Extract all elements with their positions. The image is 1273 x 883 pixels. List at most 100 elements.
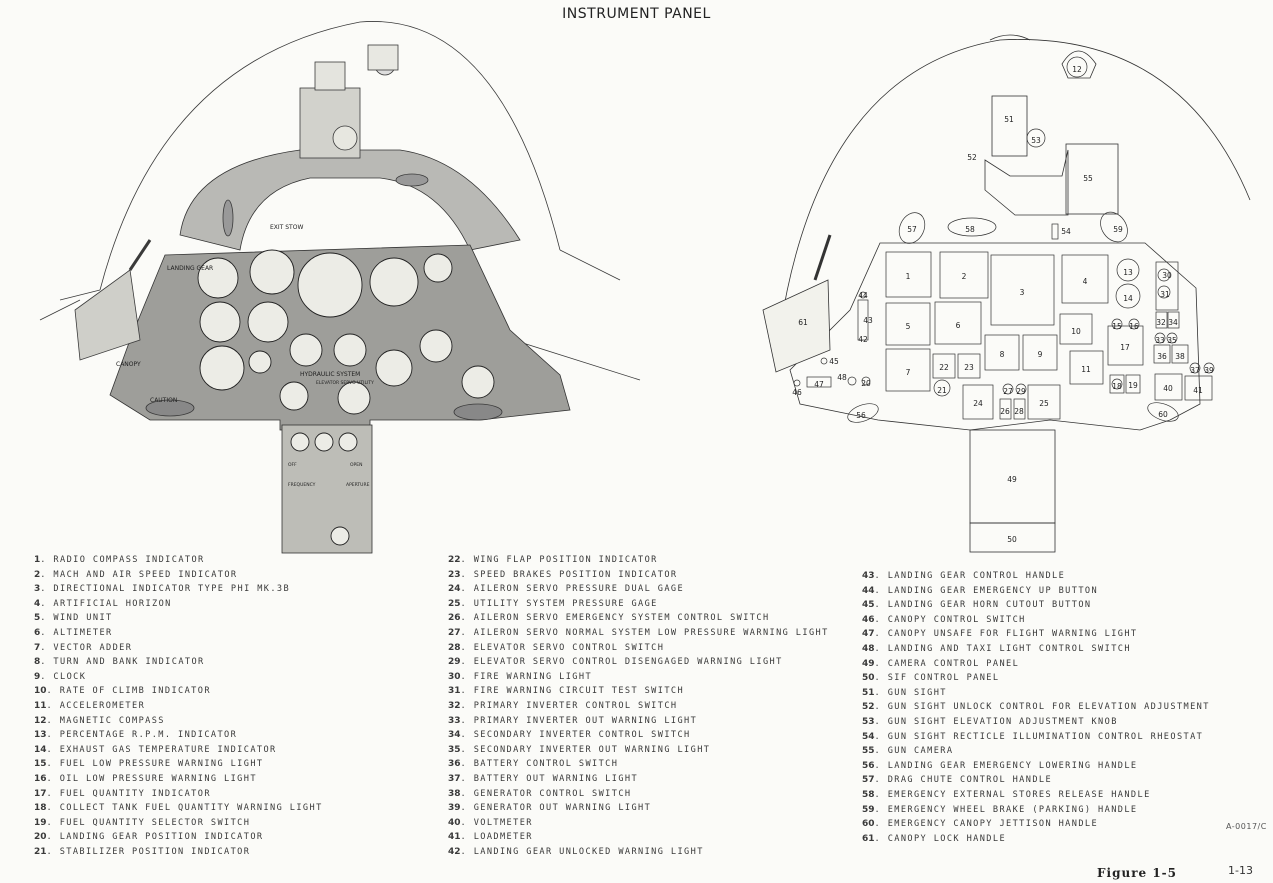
- legend-description: GENERATOR CONTROL SWITCH: [473, 788, 632, 799]
- figure-label: Figure 1-5: [1097, 866, 1178, 880]
- legend-number: 14: [34, 744, 47, 755]
- callout-number: 24: [973, 399, 983, 408]
- legend-item: 52. GUN SIGHT UNLOCK CONTROL FOR ELEVATI…: [862, 702, 1210, 713]
- legend-number: 58: [862, 789, 875, 800]
- legend-description: LANDING GEAR POSITION INDICATOR: [59, 832, 264, 843]
- legend-number: 7: [34, 642, 41, 653]
- legend-number: 45: [862, 600, 875, 611]
- callout-number: 31: [1160, 290, 1170, 299]
- callout-number: 25: [1039, 399, 1049, 408]
- legend-number: 13: [34, 730, 47, 741]
- legend-description: SIF CONTROL PANEL: [887, 673, 1000, 684]
- callout-number: 49: [1007, 475, 1017, 484]
- document-code: A-0017/C: [1226, 822, 1267, 831]
- callout-number: 38: [1175, 352, 1185, 361]
- callout-number: 50: [1007, 535, 1017, 544]
- callout-number: 12: [1072, 65, 1082, 74]
- callout-number: 48: [837, 373, 847, 382]
- legend-item: 35. SECONDARY INVERTER OUT WARNING LIGHT: [448, 744, 711, 755]
- callout-number: 57: [907, 225, 917, 234]
- legend-description: BATTERY OUT WARNING LIGHT: [473, 773, 639, 784]
- legend-description: LANDING GEAR UNLOCKED WARNING LIGHT: [473, 846, 704, 857]
- callout-number: 17: [1120, 343, 1130, 352]
- legend-number: 50: [862, 673, 875, 684]
- callout-number: 58: [965, 225, 975, 234]
- legend-item: 59. EMERGENCY WHEEL BRAKE (PARKING) HAND…: [862, 804, 1138, 815]
- legend-item: 9. CLOCK: [34, 671, 87, 682]
- legend-description: FUEL QUANTITY INDICATOR: [59, 788, 211, 799]
- legend-description: AILERON SERVO NORMAL SYSTEM LOW PRESSURE…: [473, 627, 829, 638]
- legend-description: PRIMARY INVERTER CONTROL SWITCH: [473, 700, 678, 711]
- callout-number: 11: [1081, 365, 1091, 374]
- legend-description: FIRE WARNING LIGHT: [473, 671, 593, 682]
- legend-number: 9: [34, 671, 41, 682]
- callout-number: 1: [906, 272, 911, 281]
- callout-number: 23: [964, 363, 974, 372]
- callout-number: 3: [1020, 288, 1025, 297]
- legend-description: PERCENTAGE R.P.M. INDICATOR: [59, 730, 238, 741]
- legend-description: CAMERA CONTROL PANEL: [887, 658, 1020, 669]
- callout-number: 9: [1038, 350, 1043, 359]
- legend-description: RADIO COMPASS INDICATOR: [53, 555, 205, 565]
- legend-description: CANOPY LOCK HANDLE: [887, 833, 1007, 844]
- callout-number: 18: [1112, 382, 1122, 391]
- legend-item: 30. FIRE WARNING LIGHT: [448, 671, 593, 682]
- legend-number: 60: [862, 819, 875, 830]
- callout-number: 22: [939, 363, 949, 372]
- legend-description: SPEED BRAKES POSITION INDICATOR: [473, 569, 678, 580]
- photo-label-canopy: CANOPY: [116, 361, 141, 368]
- legend-number: 34: [448, 730, 461, 741]
- legend-number: 4: [34, 598, 41, 609]
- legend-description: GUN SIGHT RECTICLE ILLUMINATION CONTROL …: [887, 731, 1204, 742]
- legend-number: 29: [448, 657, 461, 668]
- legend-description: VOLTMETER: [473, 817, 533, 828]
- photo-label-landing-gear: LANDING GEAR: [167, 265, 213, 272]
- legend-number: 52: [862, 702, 875, 713]
- callout-number: 5: [906, 322, 911, 331]
- legend-description: LANDING AND TAXI LIGHT CONTROL SWITCH: [887, 643, 1131, 654]
- callout-number: 39: [1204, 366, 1214, 375]
- callout-number: 14: [1123, 294, 1133, 303]
- legend-number: 24: [448, 584, 461, 595]
- legend-item: 58. EMERGENCY EXTERNAL STORES RELEASE HA…: [862, 789, 1151, 800]
- legend-number: 46: [862, 614, 875, 625]
- legend-number: 39: [448, 803, 461, 814]
- callout-number: 10: [1071, 327, 1081, 336]
- legend-description: EMERGENCY EXTERNAL STORES RELEASE HANDLE: [887, 789, 1151, 800]
- callout-number: 2: [962, 272, 967, 281]
- legend-item: 57. DRAG CHUTE CONTROL HANDLE: [862, 775, 1053, 786]
- legend-number: 59: [862, 804, 875, 815]
- key-callouts: [793, 56, 1215, 423]
- legend-description: RATE OF CLIMB INDICATOR: [59, 686, 211, 697]
- legend-item: 29. ELEVATOR SERVO CONTROL DISENGAGED WA…: [448, 657, 783, 668]
- legend-item: 61. CANOPY LOCK HANDLE: [862, 833, 1007, 844]
- legend-number: 16: [34, 773, 47, 784]
- legend-description: PRIMARY INVERTER OUT WARNING LIGHT: [473, 715, 698, 726]
- legend-number: 47: [862, 629, 875, 640]
- callout-number: 60: [1158, 410, 1168, 419]
- callout-number: 20: [861, 379, 871, 388]
- callout-number: 32: [1156, 318, 1166, 327]
- legend-description: ELEVATOR SERVO CONTROL SWITCH: [473, 642, 665, 653]
- legend-item: 25. UTILITY SYSTEM PRESSURE GAGE: [448, 598, 658, 609]
- callout-number: 40: [1163, 384, 1173, 393]
- callout-number: 36: [1157, 352, 1167, 361]
- cockpit-photo-illustration: [39, 21, 641, 554]
- page-title: INSTRUMENT PANEL: [562, 6, 711, 22]
- callout-number: 4: [1083, 277, 1088, 286]
- legend-description: ACCELEROMETER: [59, 700, 146, 711]
- legend-number: 26: [448, 613, 461, 624]
- legend-description: LOADMETER: [473, 832, 533, 843]
- legend-description: WIND UNIT: [53, 613, 113, 624]
- legend-description: DRAG CHUTE CONTROL HANDLE: [887, 775, 1053, 786]
- legend-number: 49: [862, 658, 875, 669]
- legend-number: 21: [34, 846, 47, 857]
- glare-shield: [179, 149, 521, 251]
- legend-item: 53. GUN SIGHT ELEVATION ADJUSTMENT KNOB: [862, 716, 1118, 727]
- legend-item: 8. TURN AND BANK INDICATOR: [34, 657, 205, 668]
- callout-number: 53: [1031, 136, 1041, 145]
- legend-item: 56. LANDING GEAR EMERGENCY LOWERING HAND…: [862, 760, 1138, 771]
